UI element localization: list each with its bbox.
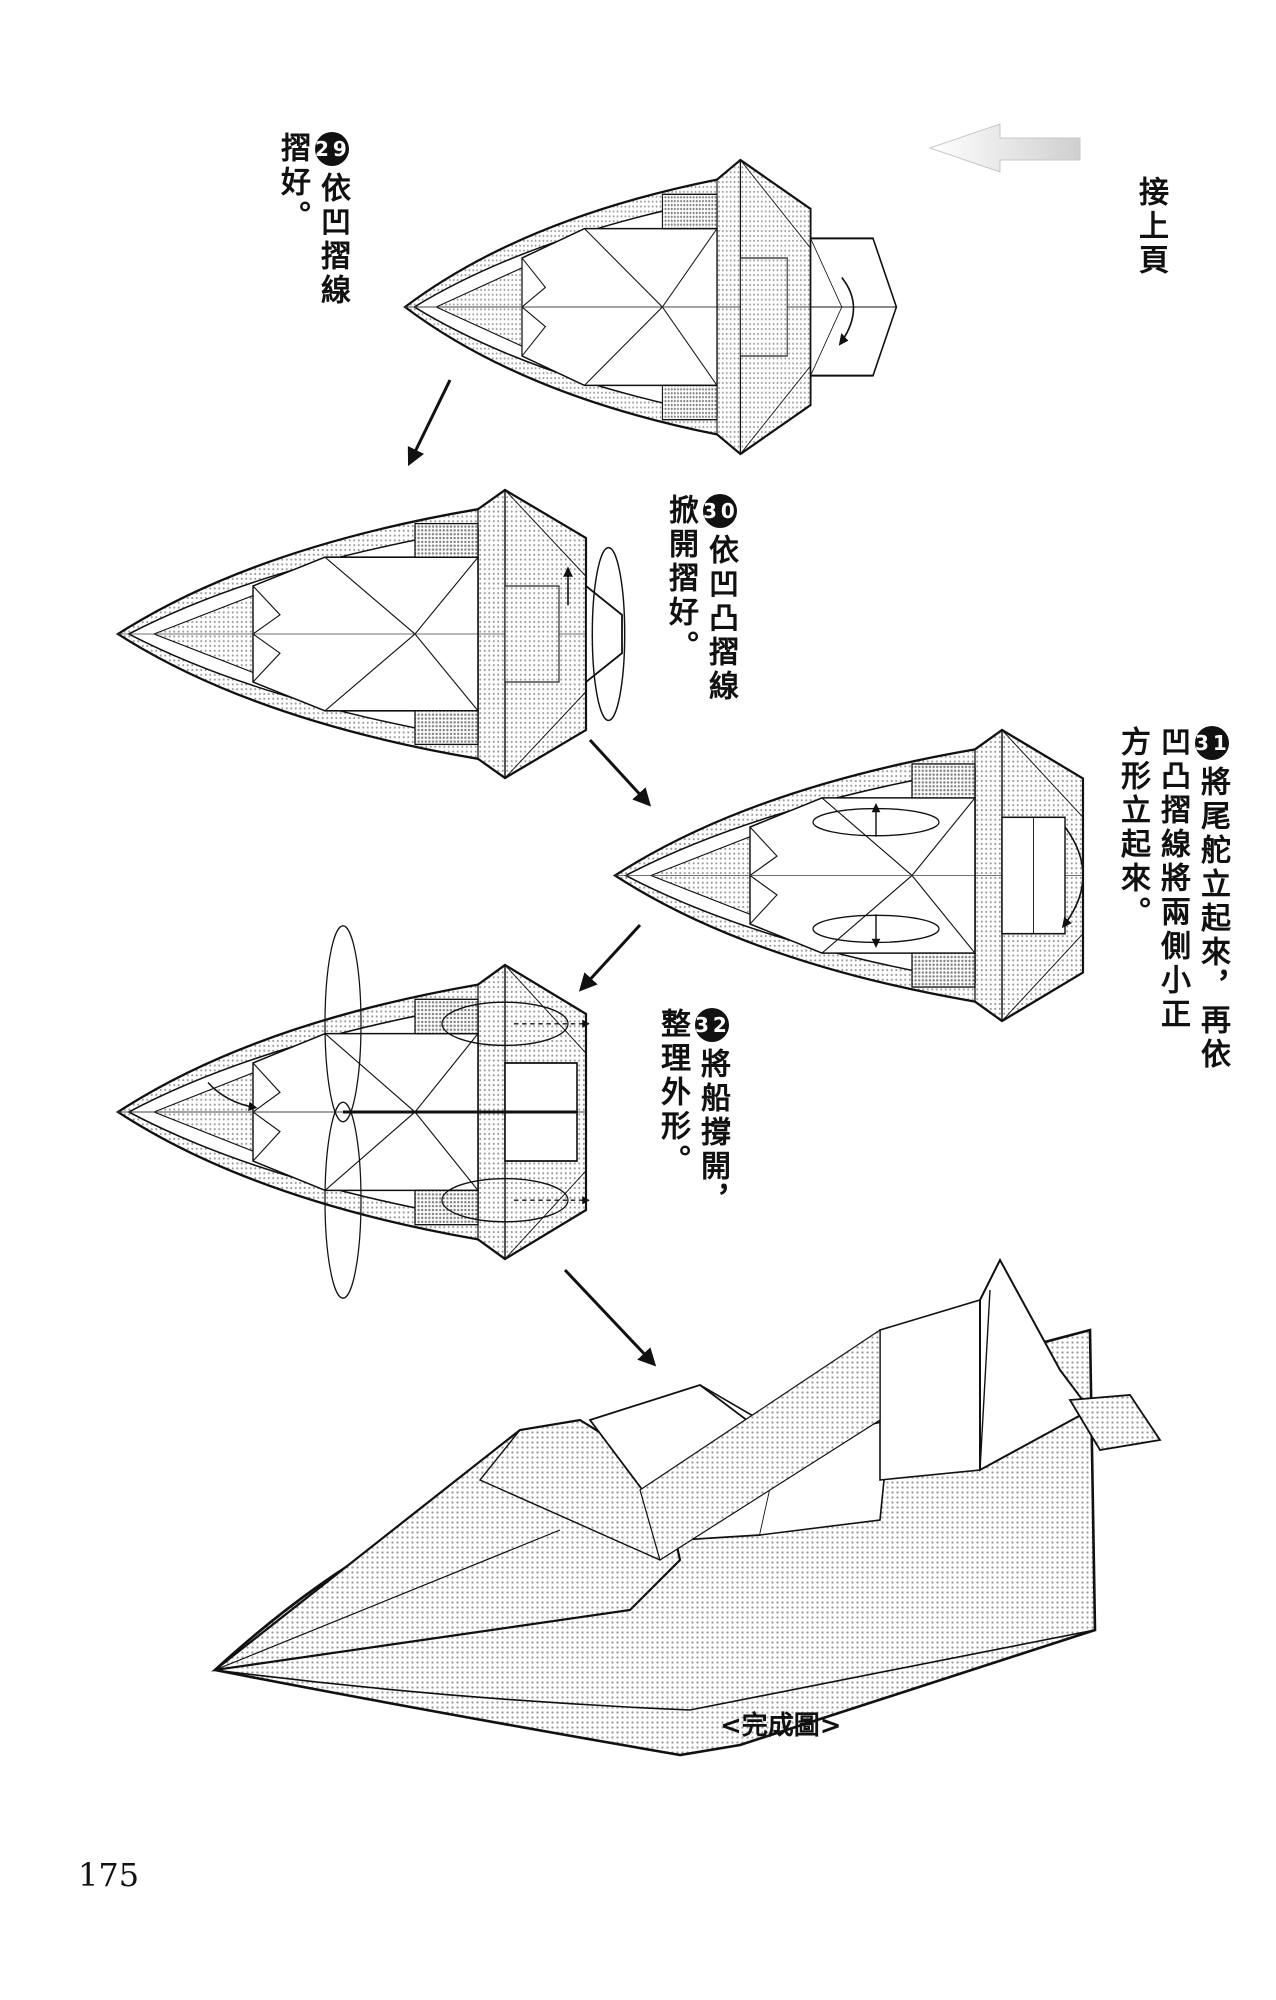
step-32-diagram: [116, 925, 590, 1299]
flow-arrow-2: [588, 738, 652, 807]
step-32-instruction: 32 將船撐開， 整理外形。: [652, 1008, 732, 1268]
flow-arrow-4: [563, 1268, 657, 1367]
step-32-line-2: 整理外形。: [655, 1008, 690, 1178]
step-31-diagram: [613, 728, 1085, 1023]
step-29-number: 29: [315, 132, 349, 166]
step-32-line-1: 將船撐開，: [695, 1048, 730, 1218]
step-31-line-3: 方形立起來。: [1115, 726, 1150, 930]
flow-arrow-3: [578, 923, 642, 992]
step-32-number: 32: [695, 1008, 729, 1042]
step-30-diagram: [116, 488, 626, 780]
flow-arrow-1: [407, 379, 452, 467]
step-29-line-1: 依凹摺線: [315, 172, 350, 308]
step-29-diagram: [403, 158, 898, 456]
step-29-line-2: 摺好。: [275, 132, 310, 234]
continued-label: 接上頁: [1133, 176, 1168, 278]
step-30-line-2: 掀開摺好。: [663, 494, 698, 664]
finished-boat-illustration: [211, 1257, 1162, 1757]
step-30-number: 30: [703, 494, 737, 528]
step-29-instruction: 29 依凹摺線 摺好。: [272, 132, 352, 372]
step-31-number: 31: [1195, 726, 1229, 760]
continued-arrow-icon: [928, 123, 1081, 173]
step-30-line-1: 依凹凸摺線: [703, 534, 738, 704]
step-30-instruction: 30 依凹凸摺線 掀開摺好。: [660, 494, 740, 764]
page-number: 175: [78, 1856, 140, 1894]
step-31-instruction: 31 將尾舵立起來，再依 凹凸摺線將兩側小正 方形立起來。: [1112, 726, 1232, 1106]
step-31-line-1: 將尾舵立起來，再依: [1195, 766, 1230, 1072]
step-31-line-2: 凹凸摺線將兩側小正: [1155, 726, 1190, 1032]
finished-caption: <完成圖>: [720, 1711, 842, 1741]
